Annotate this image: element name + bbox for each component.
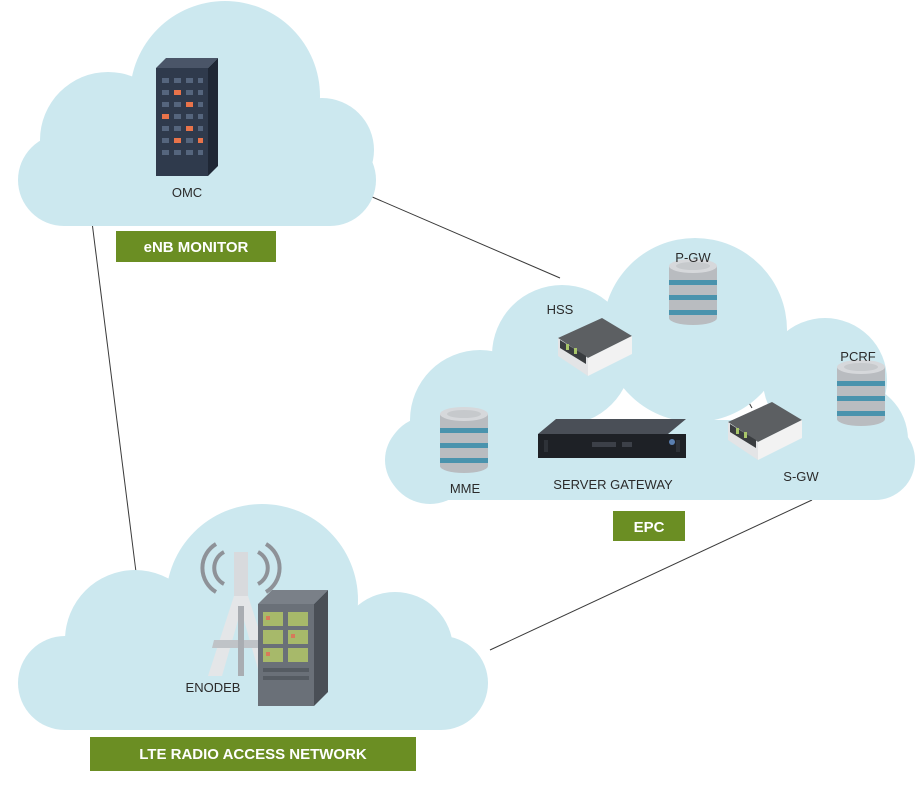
enb-monitor-badge: eNB MONITOR — [116, 231, 276, 262]
server-cabinet-icon — [258, 590, 328, 706]
epc-badge: EPC — [613, 511, 685, 541]
pgw-node: P-GW — [669, 250, 717, 325]
database-icon — [669, 259, 717, 325]
ran-cloud: ENODEB LTE RADIO ACCESS NETWORK — [18, 504, 488, 771]
epc-cloud: P-GW HSS PCRF MME SERVER GATEWAY — [385, 238, 915, 541]
lte-ran-badge: LTE RADIO ACCESS NETWORK — [90, 737, 416, 771]
omc-cloud: OMC eNB MONITOR — [18, 1, 376, 262]
enb-monitor-badge-label: eNB MONITOR — [144, 239, 249, 256]
hss-label: HSS — [547, 302, 574, 317]
server-rack-icon — [156, 58, 218, 176]
database-icon — [440, 407, 488, 473]
pcrf-label: PCRF — [840, 349, 875, 364]
sgw-label: S-GW — [783, 469, 819, 484]
server-gateway-node: SERVER GATEWAY — [538, 419, 686, 492]
server-gateway-label: SERVER GATEWAY — [553, 477, 673, 492]
omc-label: OMC — [172, 185, 202, 200]
pcrf-node: PCRF — [837, 349, 885, 426]
link-omc-ran — [91, 221, 138, 581]
database-icon — [837, 360, 885, 426]
enodeb-label: ENODEB — [186, 680, 241, 695]
mme-node: MME — [440, 407, 488, 496]
rack-server-icon — [538, 419, 686, 458]
link-ran-epc — [489, 499, 813, 651]
mme-label: MME — [450, 481, 481, 496]
link-omc-epc — [369, 195, 561, 279]
cell-tower-icon — [200, 542, 282, 676]
pgw-label: P-GW — [675, 250, 711, 265]
lte-ran-badge-label: LTE RADIO ACCESS NETWORK — [139, 746, 367, 763]
epc-badge-label: EPC — [634, 519, 665, 536]
sgw-node: S-GW — [728, 402, 819, 484]
hss-node: HSS — [547, 302, 632, 376]
